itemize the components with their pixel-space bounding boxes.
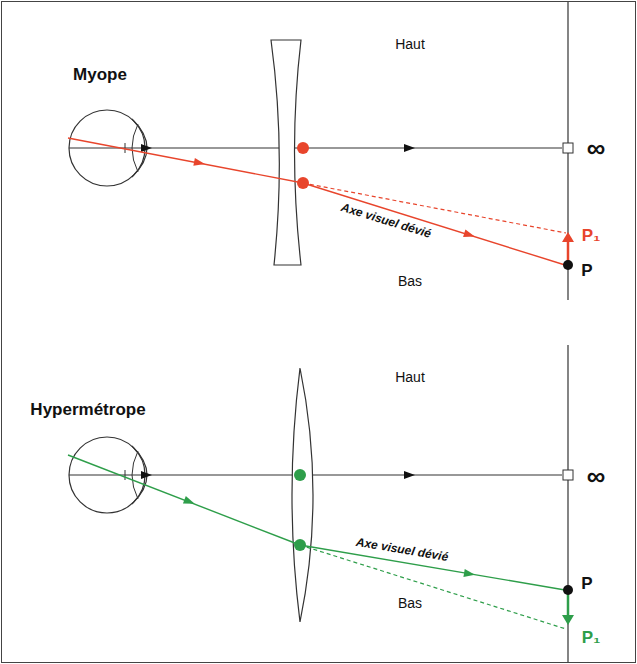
axis-label: Axe visuel dévié — [355, 536, 449, 564]
shift-arrow — [567, 241, 570, 262]
screen-line — [567, 345, 568, 662]
concave-lens — [271, 40, 301, 265]
panel-title: Hypermétrope — [30, 401, 145, 420]
infinity-mark — [563, 143, 573, 153]
ray-arrow — [193, 158, 205, 168]
visual-axis — [68, 138, 303, 183]
lens-point-dot — [294, 539, 306, 551]
axis-arrow — [404, 471, 415, 479]
direction-label: Bas — [398, 274, 422, 289]
deviated-visual-axis — [303, 183, 565, 265]
eye-center-tick — [125, 143, 126, 153]
axis-arrow — [141, 144, 152, 152]
visual-axis — [68, 455, 300, 545]
panel-title: Myope — [73, 66, 127, 85]
axis-arrow — [404, 144, 415, 152]
axis-arrow — [141, 471, 152, 479]
lens-center-dot — [297, 142, 309, 154]
direction-label: Haut — [395, 370, 425, 385]
convex-lens — [292, 368, 313, 622]
myope-panel — [68, 2, 574, 300]
axis-label: Axe visuel dévié — [339, 201, 432, 241]
infinity-symbol: ∞ — [587, 462, 606, 491]
shift-arrowhead — [562, 232, 574, 242]
point-label: P — [581, 262, 592, 281]
direction-label: Haut — [395, 37, 425, 52]
infinity-symbol: ∞ — [587, 134, 606, 163]
ray-arrow — [463, 229, 476, 240]
shift-arrow — [567, 593, 570, 616]
point-p — [563, 260, 573, 270]
ray-arrow — [183, 496, 196, 507]
point-label: P₁ — [582, 227, 600, 246]
point-p — [563, 585, 573, 595]
point-label: P₁ — [582, 629, 600, 648]
shift-arrowhead — [562, 615, 574, 625]
lens-center-dot — [294, 469, 306, 481]
eye-center-tick — [125, 470, 126, 480]
point-label: P — [581, 575, 592, 594]
ray-arrow — [463, 569, 475, 579]
hypermetrope-panel — [68, 345, 574, 662]
lens-point-dot — [297, 177, 309, 189]
infinity-mark — [563, 470, 573, 480]
direction-label: Bas — [398, 596, 422, 611]
